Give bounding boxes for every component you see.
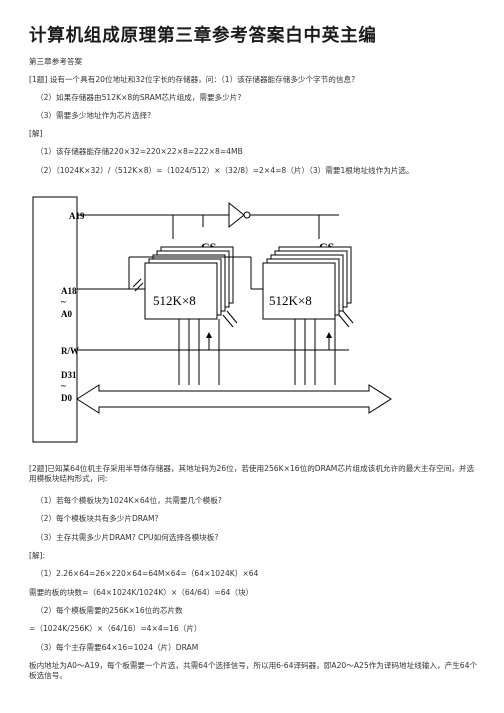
chip-stack-1 [144,246,234,320]
q1-part2: （2）如果存储器由512K×8的SRAM芯片组成，需要多少片? [36,93,242,102]
label-d31: D31 [61,370,77,380]
label-a19: A19 [69,211,85,221]
q2-answer-label: [解]: [29,551,46,560]
q1-answer-1: （1）该存储器能存储220×32=220×22×8=222×8=4MB [36,147,243,156]
label-tilde-data: ~ [61,381,66,391]
chip-stack-2 [262,246,352,320]
data-connectors-2 [294,310,354,385]
q1-part3: （3）需要多少地址作为芯片选择? [36,111,152,120]
q2-answer-3b: 板内地址为A0～A19，每个板需要一个片选，共需64个选择信号，所以用6-64译… [29,661,478,680]
chip2-label: 512K×8 [269,293,312,308]
q2-part1: （1）若每个模板块为1024K×64位，共需要几个模板? [36,496,222,505]
inverter-bubble [243,211,251,219]
label-d0: D0 [61,393,72,403]
label-rw: R/W [61,346,79,356]
label-a0: A0 [61,309,72,319]
q2-answer-1: （1）2.26×64=26×220×64=64M×64=（64×1024K）×6… [36,569,259,578]
q2-answer-2: （2）每个模板需要的256K×16位的芯片数 [36,606,183,615]
page-title: 计算机组成原理第三章参考答案白中英主编 [29,26,377,46]
q2-part3: （3）主存共需多少片DRAM? CPU如何选择各模块板? [36,533,219,542]
q2-intro: [2题]已知某64位机主存采用半导体存储器，其地址码为26位，若使用256K×1… [29,464,475,483]
chip1-label: 512K×8 [153,293,196,308]
inverter-triangle [228,201,245,229]
label-a18: A18 [61,286,77,296]
cpu-signal-panel [32,196,78,443]
memory-organization-diagram: A19 A18 ~ A0 R/W D31 ~ D0 CS CS 51 [32,196,392,443]
q1-answer-label: [解] [29,129,43,138]
data-connectors-1 [178,310,238,385]
label-tilde-addr: ~ [61,297,66,307]
q1-answer-2: （2）（1024K×32）/（512K×8）=（1024/512）×（32/8）… [36,166,414,175]
data-bus-arrow [76,384,392,414]
q2-answer-2b: =（1024K/256K）×（64/16）=4×4=16（片） [29,624,202,633]
q1-intro: [1题] 设有一个具有20位地址和32位字长的存储器，问：（1）该存储器能存储多… [29,75,356,84]
q2-answer-1b: 需要的板的块数=（64×1024K/1024K）×（64/64）=64（块） [29,588,254,597]
subtitle: 第三章参考答案 [29,57,83,66]
q2-part2: （2）每个模板块共有多少片DRAM? [36,514,159,523]
q2-answer-3: （3）每个主存需要64×16=1024（片）DRAM [36,643,199,652]
